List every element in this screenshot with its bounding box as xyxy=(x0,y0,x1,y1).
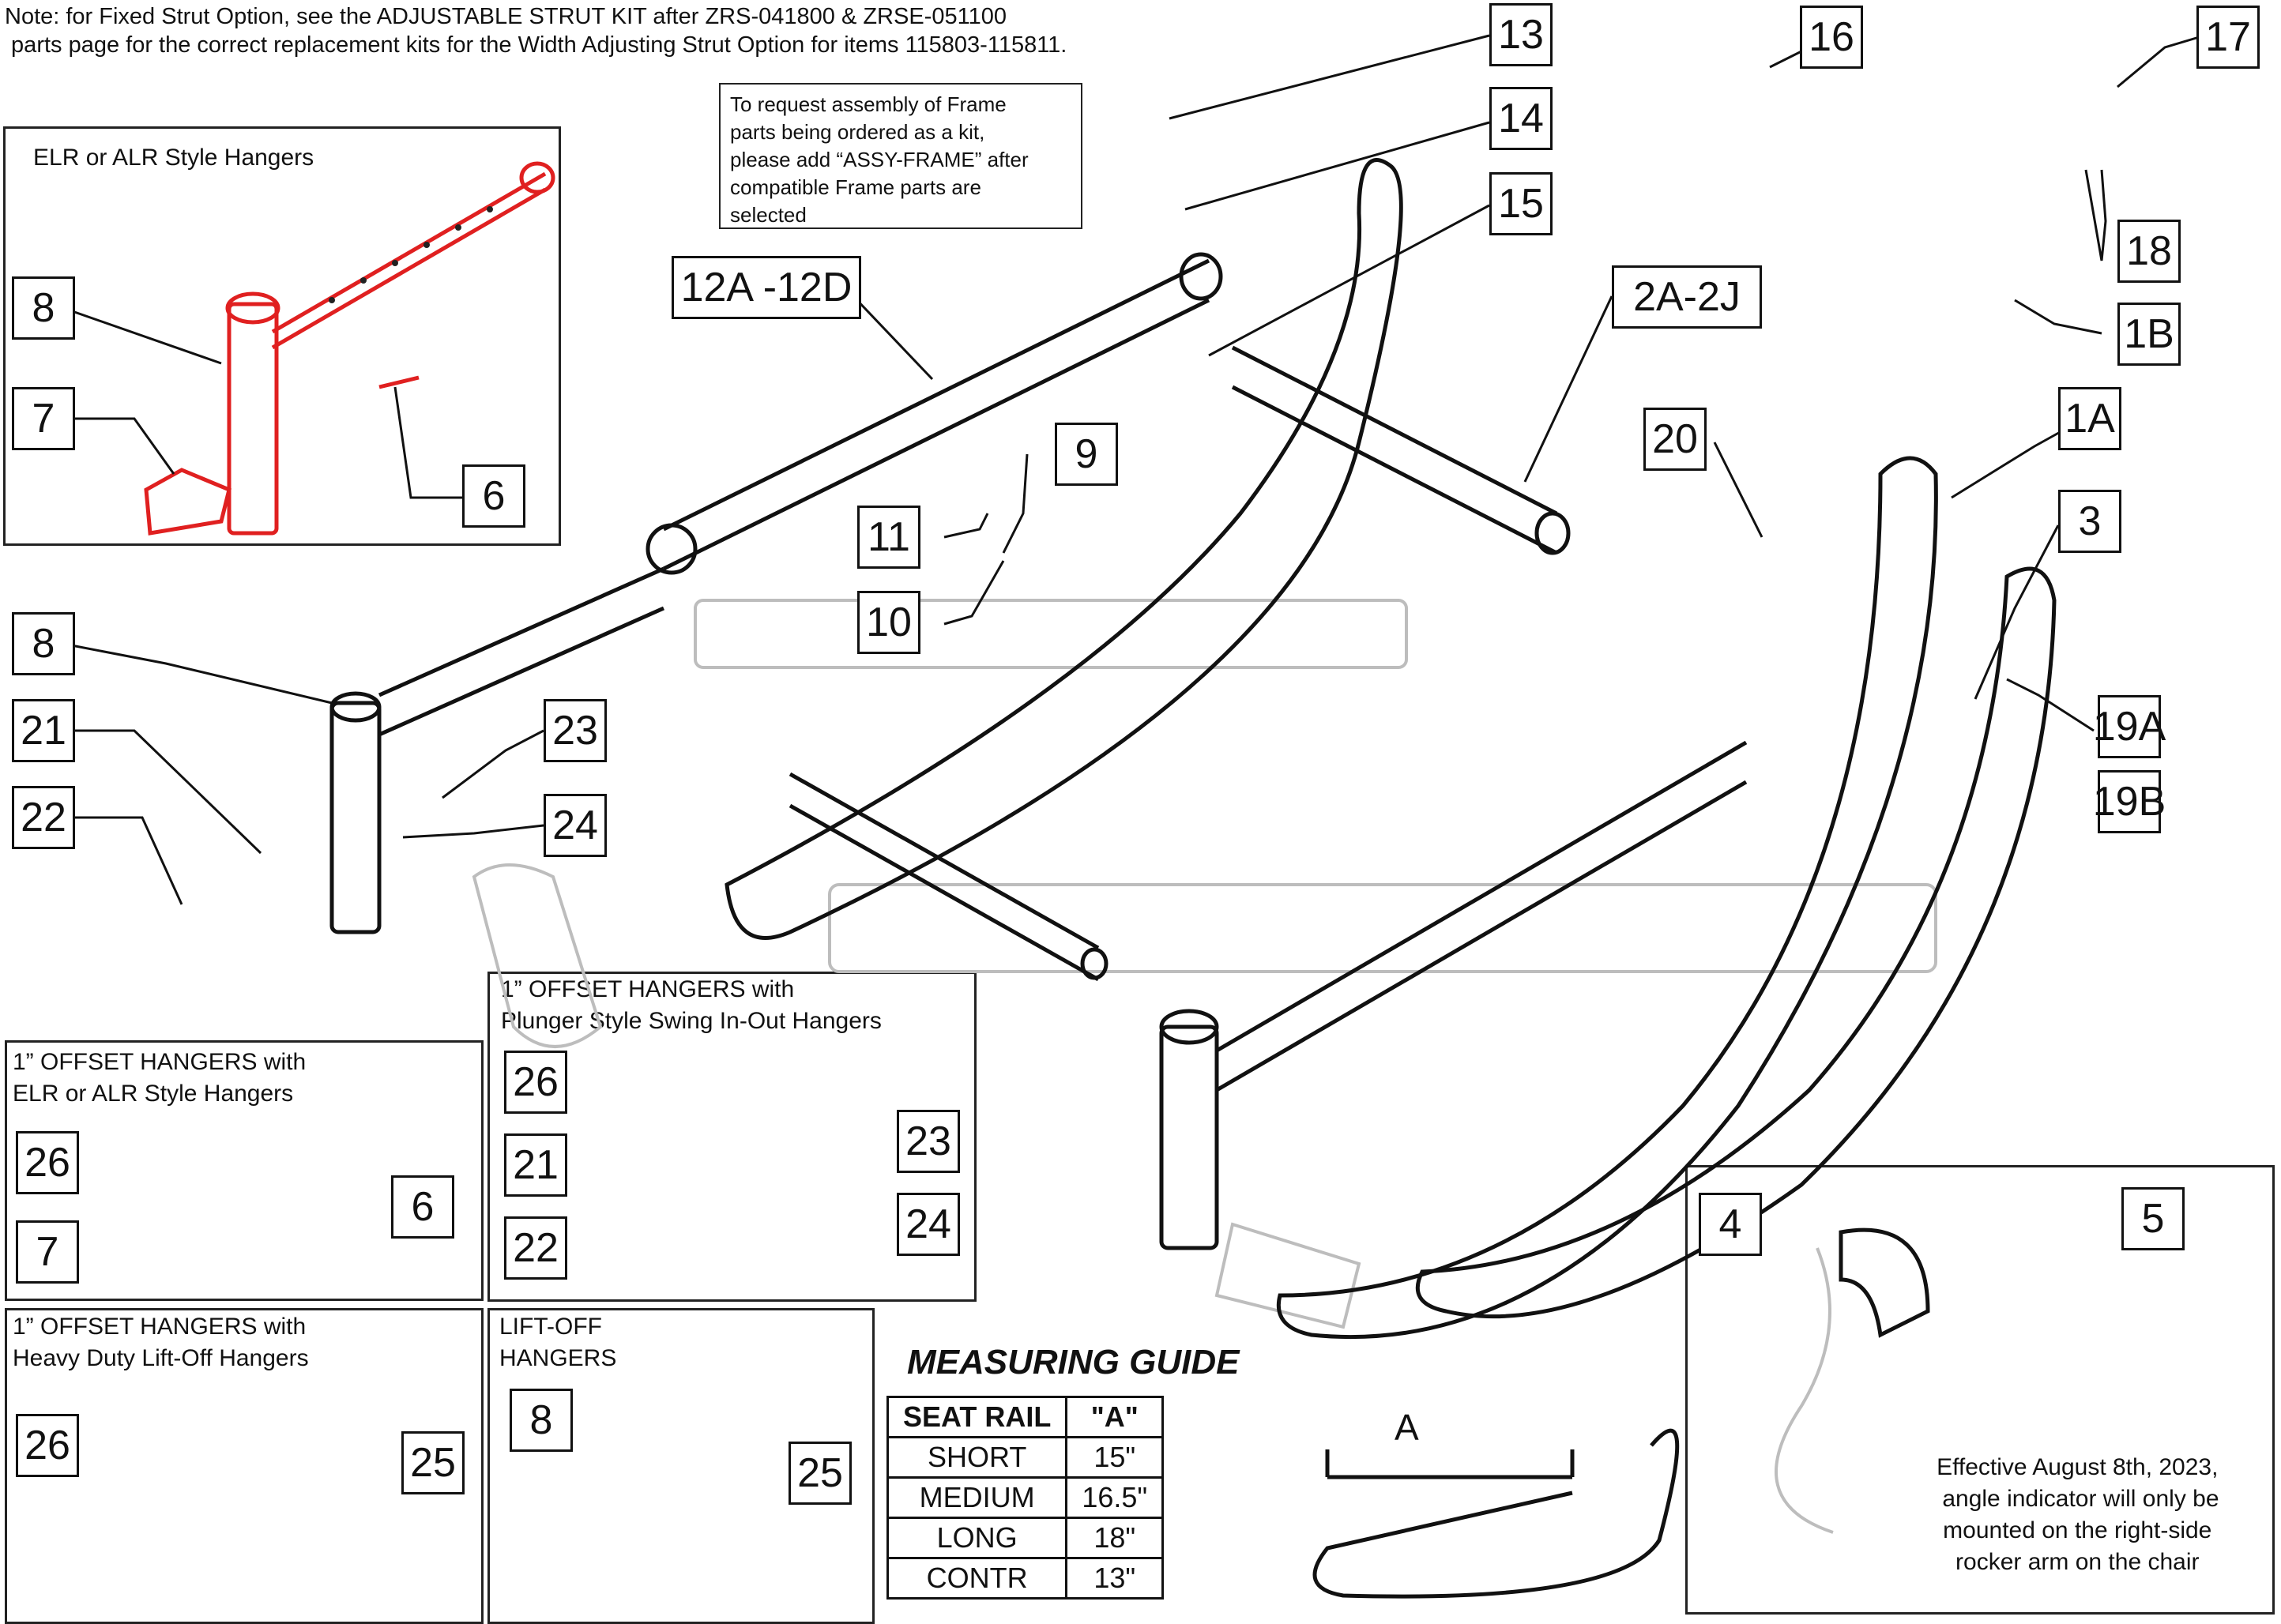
panel-title-offset-heavy: 1” OFFSET HANGERS with Heavy Duty Lift-O… xyxy=(13,1314,309,1371)
callout-23-main[interactable]: 23 xyxy=(544,699,607,762)
callout-8-elr[interactable]: 8 xyxy=(12,276,75,340)
callout-22-main[interactable]: 22 xyxy=(12,786,75,849)
callout-26-heavy[interactable]: 26 xyxy=(16,1414,79,1477)
callout-2a-2j[interactable]: 2A-2J xyxy=(1612,265,1762,329)
callout-3[interactable]: 3 xyxy=(2058,490,2121,553)
dimension-label-a: A xyxy=(1395,1407,1419,1448)
callout-9[interactable]: 9 xyxy=(1055,423,1118,486)
row-label: LONG xyxy=(886,1517,1068,1559)
callout-16[interactable]: 16 xyxy=(1800,6,1863,69)
callout-6-offset-elr[interactable]: 6 xyxy=(391,1175,454,1239)
callout-26-plunger[interactable]: 26 xyxy=(504,1051,567,1114)
red-hanger-holes xyxy=(329,206,493,303)
callout-6-elr[interactable]: 6 xyxy=(462,464,525,528)
callout-7-offset-elr[interactable]: 7 xyxy=(16,1220,79,1284)
callout-21-plunger[interactable]: 21 xyxy=(504,1133,567,1197)
callout-23-plunger[interactable]: 23 xyxy=(897,1110,960,1173)
red-highlight-hanger xyxy=(144,161,555,536)
row-label: SHORT xyxy=(886,1436,1068,1479)
row-value: 16.5" xyxy=(1065,1476,1165,1519)
effective-date-note: Effective August 8th, 2023, angle indica… xyxy=(1937,1454,2219,1575)
panel-title-lift-off: LIFT-OFF HANGERS xyxy=(499,1314,617,1371)
callout-7-elr[interactable]: 7 xyxy=(12,387,75,450)
ghost-frame-background xyxy=(472,599,1937,1534)
table-row: SHORT 15" xyxy=(886,1436,1165,1479)
row-label: MEDIUM xyxy=(886,1476,1068,1519)
panel-offset-plunger xyxy=(487,972,977,1302)
callout-19a[interactable]: 19A xyxy=(2093,695,2166,758)
callout-19b[interactable]: 19B xyxy=(2093,770,2166,833)
measuring-guide-table: SEAT RAIL "A" SHORT 15" MEDIUM 16.5" LON… xyxy=(886,1396,1165,1600)
callout-15[interactable]: 15 xyxy=(1489,172,1553,235)
callout-24-main[interactable]: 24 xyxy=(544,794,607,857)
panel-offset-elr-alr xyxy=(5,1040,484,1301)
assembly-request-note: To request assembly of Frame parts being… xyxy=(719,83,1082,229)
callout-8-lift-off[interactable]: 8 xyxy=(510,1389,573,1452)
main-frame-linework xyxy=(329,158,2057,1599)
callout-8-main[interactable]: 8 xyxy=(12,612,75,675)
callout-22-plunger[interactable]: 22 xyxy=(504,1216,567,1280)
header-a: "A" xyxy=(1065,1396,1165,1438)
note-line-2: parts page for the correct replacement k… xyxy=(5,32,1067,58)
callout-13[interactable]: 13 xyxy=(1489,3,1553,66)
callout-25-lift-off[interactable]: 25 xyxy=(789,1442,852,1505)
callout-10[interactable]: 10 xyxy=(857,591,920,654)
callout-17[interactable]: 17 xyxy=(2196,6,2260,69)
callout-26-offset-elr[interactable]: 26 xyxy=(16,1131,79,1194)
callout-18[interactable]: 18 xyxy=(2117,220,2181,283)
callout-12a-12d[interactable]: 12A -12D xyxy=(672,256,861,319)
panel-title-offset-elr: 1” OFFSET HANGERS with ELR or ALR Style … xyxy=(13,1049,307,1107)
table-row: CONTR 13" xyxy=(886,1557,1165,1600)
callout-11[interactable]: 11 xyxy=(857,506,920,569)
callout-14[interactable]: 14 xyxy=(1489,87,1553,150)
callout-25-heavy[interactable]: 25 xyxy=(401,1431,465,1494)
panel-title-offset-plunger: 1” OFFSET HANGERS with Plunger Style Swi… xyxy=(501,976,882,1034)
table-header-row: SEAT RAIL "A" xyxy=(886,1396,1165,1438)
leader-lines xyxy=(62,34,2205,905)
callout-24-plunger[interactable]: 24 xyxy=(897,1193,960,1256)
row-label: CONTR xyxy=(886,1557,1068,1600)
callout-21-main[interactable]: 21 xyxy=(12,699,75,762)
callout-5[interactable]: 5 xyxy=(2121,1187,2185,1250)
callout-1b[interactable]: 1B xyxy=(2117,303,2181,366)
measuring-guide-title: MEASURING GUIDE xyxy=(907,1343,1240,1382)
table-row: LONG 18" xyxy=(886,1517,1165,1559)
panel-title-elr-alr: ELR or ALR Style Hangers xyxy=(33,145,314,171)
row-value: 15" xyxy=(1065,1436,1165,1479)
row-value: 18" xyxy=(1065,1517,1165,1559)
table-row: MEDIUM 16.5" xyxy=(886,1476,1165,1519)
header-seat-rail: SEAT RAIL xyxy=(886,1396,1068,1438)
callout-1a[interactable]: 1A xyxy=(2058,387,2121,450)
row-value: 13" xyxy=(1065,1557,1165,1600)
callout-20[interactable]: 20 xyxy=(1643,408,1707,471)
note-line-1: Note: for Fixed Strut Option, see the AD… xyxy=(5,4,1007,29)
callout-4[interactable]: 4 xyxy=(1699,1193,1762,1256)
